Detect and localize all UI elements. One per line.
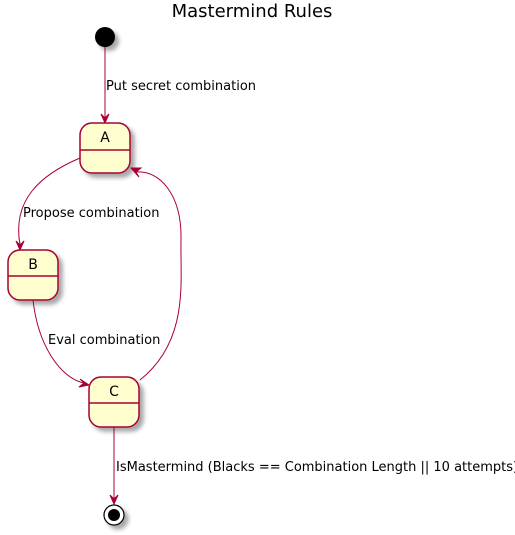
- final-state: [103, 504, 125, 526]
- transition-c-to-a: [129, 167, 182, 381]
- transition-start-to-a: Put secret combination: [100, 47, 256, 125]
- state-a: A: [79, 122, 131, 174]
- state-b: B: [7, 249, 59, 301]
- transition-label-b-to-c: Eval combination: [48, 333, 160, 348]
- transition-c-to-end: IsMastermind (Blacks == Combination Leng…: [109, 427, 515, 506]
- state-b-label: B: [28, 257, 38, 273]
- transition-label-a-to-b: Propose combination: [23, 206, 159, 221]
- state-c-label: C: [109, 384, 119, 400]
- transition-a-to-b: Propose combination: [15, 157, 159, 252]
- initial-state: [95, 27, 115, 47]
- diagram-title: Mastermind Rules: [172, 1, 333, 22]
- transition-b-to-c: Eval combination: [32, 299, 160, 388]
- transition-label-start-to-a: Put secret combination: [106, 79, 256, 94]
- state-a-label: A: [100, 130, 110, 146]
- state-c: C: [88, 376, 140, 428]
- transition-label-c-to-end: IsMastermind (Blacks == Combination Leng…: [116, 460, 515, 475]
